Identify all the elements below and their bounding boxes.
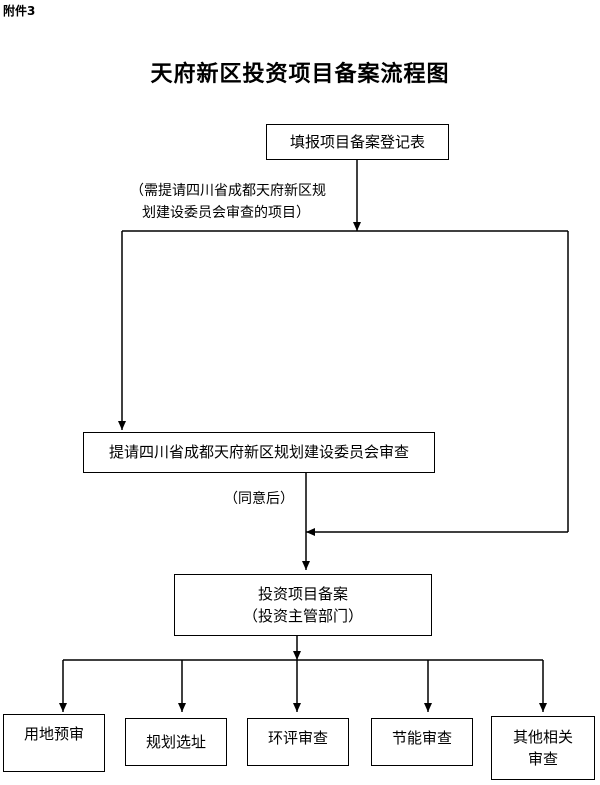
- after-approval-note: （同意后）: [224, 491, 294, 507]
- committee-condition-line1: （需提请四川省成都天府新区规: [130, 183, 326, 199]
- committee-condition-line2: 划建设委员会审查的项目）: [142, 205, 310, 222]
- committee-review-label: 提请四川省成都天府新区规划建设委员会审查: [108, 443, 409, 462]
- site-selection-box: 规划选址: [125, 718, 227, 766]
- page-title: 天府新区投资项目备案流程图: [150, 62, 450, 87]
- filing-box: 投资项目备案 （投资主管部门）: [174, 574, 432, 636]
- other-review-label-line1: 其他相关: [512, 727, 573, 746]
- energy-review-label: 节能审查: [391, 729, 452, 747]
- register-form-label: 填报项目备案登记表: [289, 132, 425, 151]
- attachment-label: 附件3: [3, 4, 36, 18]
- env-review-box: 环评审查: [247, 718, 349, 766]
- land-review-label: 用地预审: [23, 725, 84, 743]
- filing-label: 投资项目备案: [257, 584, 348, 603]
- site-selection-label: 规划选址: [145, 732, 206, 751]
- committee-condition-note: （需提请四川省成都天府新区规 划建设委员会审查的项目）: [130, 180, 326, 225]
- energy-review-box: 节能审查: [371, 718, 473, 766]
- env-review-label: 环评审查: [267, 729, 328, 747]
- filing-department-label: （投资主管部门）: [242, 607, 363, 625]
- other-review-label-line2: 审查: [527, 750, 558, 768]
- register-form-box: 填报项目备案登记表: [266, 124, 449, 160]
- other-review-box: 其他相关 审查: [491, 716, 595, 780]
- committee-review-box: 提请四川省成都天府新区规划建设委员会审查: [83, 432, 435, 473]
- land-review-box: 用地预审: [3, 714, 105, 772]
